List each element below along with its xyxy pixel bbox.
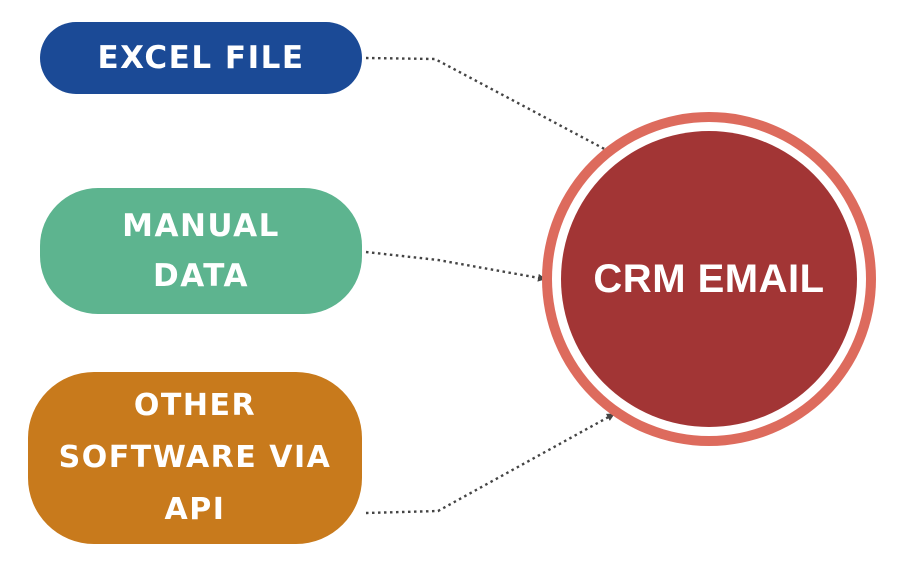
source-manual-data-line-2: DATA [152,258,250,294]
source-other-software-line-3: API [164,492,226,527]
source-manual-data-line-1: MANUAL [122,208,280,244]
crm-email-label: CRM EMAIL [593,256,825,301]
source-other-software-api: OTHER SOFTWARE VIA API [28,372,362,544]
source-other-software-line-2: SOFTWARE VIA [58,440,332,475]
source-excel-file-label: EXCEL FILE [97,40,305,76]
connector-manual-to-crm [365,250,546,282]
source-other-software-line-1: OTHER [133,388,257,423]
connector-other-to-crm [365,412,615,515]
crm-email-node: CRM EMAIL [561,131,857,427]
source-excel-file: EXCEL FILE [40,22,362,94]
connector-excel-to-crm [365,56,613,155]
source-manual-data: MANUAL DATA [40,188,362,314]
